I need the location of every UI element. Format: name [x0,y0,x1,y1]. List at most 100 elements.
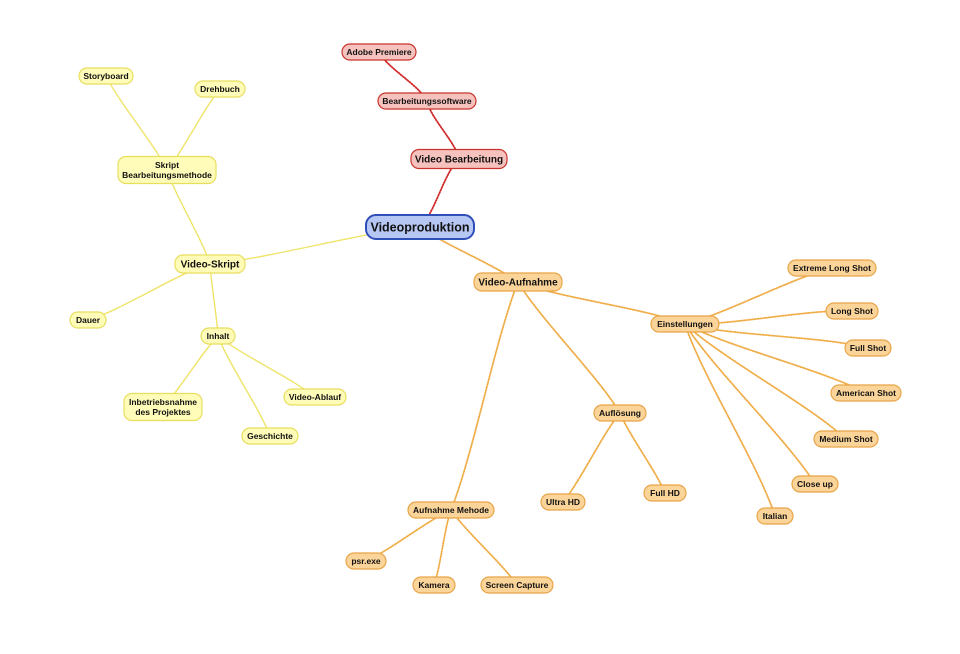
node-drehbuch-box [194,80,246,98]
node-american-shot[interactable]: American Shot [830,384,902,402]
root-node-videoproduktion-label: Videoproduktion [370,220,469,234]
node-skript-bearbeitungsmethode-label-1: Skript [155,160,179,170]
node-extreme-long-shot-box [787,259,877,277]
node-storyboard-box [78,67,134,85]
connector-res-uhd [562,412,621,503]
connector-ein-s3 [684,323,867,394]
connector-auf-res [517,281,621,414]
node-screen-capture-box [480,576,554,594]
node-medium-shot-label: Medium Shot [819,434,873,444]
connector-ein-s5 [684,323,816,485]
node-italian-label: Italian [763,511,788,521]
node-video-ablauf-label: Video-Ablauf [289,392,341,402]
node-aufnahme-mehode-label: Aufnahme Mehode [413,505,489,515]
connector-meth2-scr [450,509,518,586]
node-adobe-premiere-box [341,43,417,61]
node-einstellungen[interactable]: Einstellungen [650,315,720,333]
node-inhalt[interactable]: Inhalt [200,327,236,345]
node-dauer-label: Dauer [76,315,101,325]
node-psr-exe[interactable]: psr.exe [345,552,387,570]
node-aufloesung-label: Auflösung [599,408,641,418]
node-screen-capture[interactable]: Screen Capture [480,576,554,594]
node-bearbeitungssoftware-box [377,92,477,110]
node-long-shot[interactable]: Long Shot [825,302,879,320]
connector-auf-meth2 [450,281,519,511]
node-psr-exe-label: psr.exe [351,556,381,566]
node-close-up-box [791,475,839,493]
node-full-shot[interactable]: Full Shot [844,339,892,357]
node-geschichte[interactable]: Geschichte [241,427,299,445]
node-inbetriebsnahme-des-projektes-label-1: Inbetriebsnahme [129,397,197,407]
node-medium-shot-box [813,430,879,448]
node-long-shot-label: Long Shot [831,306,873,316]
node-layer: Videoproduktion Video Bearbeitung Bearbeit… [69,43,902,594]
node-full-hd-label: Full HD [650,488,680,498]
node-kamera-label: Kamera [418,580,449,590]
node-video-skript[interactable]: Video-Skript [174,254,246,274]
connector-skr-inh [209,263,219,337]
node-drehbuch-label: Drehbuch [200,84,240,94]
node-video-aufnahme-label: Video-Aufnahme [478,278,558,289]
node-drehbuch[interactable]: Drehbuch [194,80,246,98]
node-close-up[interactable]: Close up [791,475,839,493]
node-long-shot-box [825,302,879,320]
node-italian-box [756,507,794,525]
node-video-aufnahme-box [473,272,563,292]
node-screen-capture-label: Screen Capture [486,580,549,590]
node-geschichte-label: Geschichte [247,431,293,441]
node-extreme-long-shot-label: Extreme Long Shot [793,263,871,273]
node-ultra-hd-label: Ultra HD [546,497,580,507]
node-full-shot-label: Full Shot [850,343,887,353]
connector-res-fhd [619,412,666,494]
node-video-ablauf-box [283,388,347,406]
node-aufnahme-mehode-box [407,501,495,519]
node-video-skript-box [174,254,246,274]
node-inhalt-label: Inhalt [207,331,230,341]
node-inbetriebsnahme-des-projektes-label-2: des Projektes [135,407,191,417]
node-full-hd[interactable]: Full HD [643,484,687,502]
node-kamera-box [412,576,456,594]
node-ultra-hd[interactable]: Ultra HD [540,493,586,511]
node-video-ablauf[interactable]: Video-Ablauf [283,388,347,406]
node-skript-bearbeitungsmethode-box [117,155,217,185]
connector-ein-s6 [684,323,776,517]
node-einstellungen-box [650,315,720,333]
connector-meth2-kam [433,509,452,586]
connector-inh-gesch [217,335,271,437]
node-bearbeitungssoftware[interactable]: Bearbeitungssoftware [377,92,477,110]
node-aufnahme-mehode[interactable]: Aufnahme Mehode [407,501,495,519]
node-geschichte-box [241,427,299,445]
node-dauer-box [69,311,107,329]
node-bearbeitungssoftware-label: Bearbeitungssoftware [382,96,472,106]
node-video-aufnahme[interactable]: Video-Aufnahme [473,272,563,292]
node-dauer[interactable]: Dauer [69,311,107,329]
node-italian[interactable]: Italian [756,507,794,525]
node-ultra-hd-box [540,493,586,511]
node-video-bearbeitung-label: Video Bearbeitung [415,155,503,166]
connector-skr-meth [166,169,211,265]
node-american-shot-label: American Shot [836,388,896,398]
node-full-shot-box [844,339,892,357]
node-video-skript-label: Video-Skript [181,260,240,271]
node-adobe-premiere-label: Adobe Premiere [346,47,411,57]
node-full-hd-box [643,484,687,502]
node-adobe-premiere[interactable]: Adobe Premiere [341,43,417,61]
node-psr-exe-box [345,552,387,570]
node-inhalt-box [200,327,236,345]
node-storyboard[interactable]: Storyboard [78,67,134,85]
node-video-bearbeitung[interactable]: Video Bearbeitung [410,148,508,170]
root-node-videoproduktion-box [365,214,475,240]
node-aufloesung-box [593,404,647,422]
node-video-bearbeitung-box [410,148,508,170]
node-storyboard-label: Storyboard [83,71,128,81]
node-aufloesung[interactable]: Auflösung [593,404,647,422]
node-kamera[interactable]: Kamera [412,576,456,594]
node-american-shot-box [830,384,902,402]
root-node-videoproduktion[interactable]: Videoproduktion [365,214,475,240]
node-medium-shot[interactable]: Medium Shot [813,430,879,448]
node-extreme-long-shot[interactable]: Extreme Long Shot [787,259,877,277]
node-close-up-label: Close up [797,479,833,489]
